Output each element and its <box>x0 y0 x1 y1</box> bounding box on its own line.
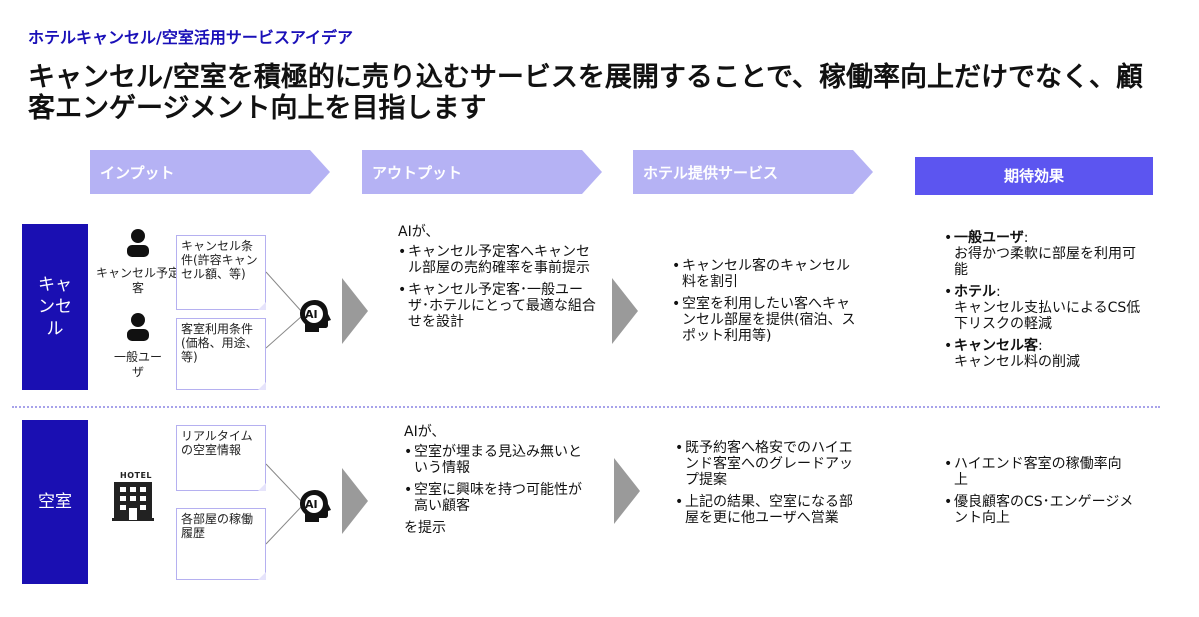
service-item-text: 既予約客へ格安でのハイエンド客室へのグレードアップ提案 <box>685 440 853 488</box>
effect-item: •優良顧客のCS･エンゲージメント向上 <box>944 494 1134 526</box>
service-item: •キャンセル客のキャンセル料を割引 <box>672 258 862 290</box>
service-vacant: •既予約客へ格安でのハイエンド客室へのグレードアップ提案 •上記の結果、空室にな… <box>675 440 860 526</box>
effect-vacant: •ハイエンド客室の稼働率向上 •優良顧客のCS･エンゲージメント向上 <box>944 456 1134 526</box>
connector-lines <box>266 271 303 349</box>
ai-label: AI <box>305 498 318 511</box>
service-item-text: 上記の結果、空室になる部屋を更に他ユーザへ営業 <box>685 494 853 526</box>
chevron-shape <box>90 150 330 194</box>
flow-arrow <box>614 458 640 524</box>
input-note-cancel-conditions: キャンセル条件(許容キャンセル額、等) <box>176 235 266 310</box>
effect-item: •ホテル:キャンセル支払いによるCS低下リスクの軽減 <box>944 284 1141 332</box>
ai-label: AI <box>305 308 318 321</box>
service-item: •上記の結果、空室になる部屋を更に他ユーザへ営業 <box>675 494 860 526</box>
person-icon <box>124 312 152 346</box>
effect-cancel: •一般ユーザ:お得かつ柔軟に部屋を利用可能 •ホテル:キャンセル支払いによるCS… <box>944 230 1144 370</box>
row-label-cancel: キャンセル <box>22 224 88 390</box>
output-outro: を提示 <box>404 520 446 536</box>
chevron-shape <box>633 150 873 194</box>
header-input-label: インプット <box>100 164 175 182</box>
row-label-cancel-text: キャンセル <box>38 275 72 339</box>
output-item-text: キャンセル予定客へキャンセル部屋の売約確率を事前提示 <box>408 244 590 276</box>
output-item: •キャンセル予定客･一般ユーザ･ホテルにとって最適な組合せを設計 <box>398 282 598 330</box>
header-output-label: アウトプット <box>372 164 463 182</box>
output-item: •空室が埋まる見込み無いという情報 <box>404 444 594 476</box>
connector-lines <box>266 463 303 545</box>
row-label-vacant-text: 空室 <box>38 492 72 512</box>
effect-item: •一般ユーザ:お得かつ柔軟に部屋を利用可能 <box>944 230 1136 278</box>
effect-head: ホテル <box>954 284 996 300</box>
output-item: •キャンセル予定客へキャンセル部屋の売約確率を事前提示 <box>398 244 598 276</box>
ai-head-icon: AI <box>297 298 333 338</box>
hotel-sign: HOTEL <box>120 471 153 480</box>
input-note-occupancy-history: 各部屋の稼働履歴 <box>176 508 266 580</box>
output-cancel: AIが、 •キャンセル予定客へキャンセル部屋の売約確率を事前提示 •キャンセル予… <box>398 224 598 330</box>
effect-item: •キャンセル客:キャンセル料の削減 <box>944 338 1080 370</box>
output-item-text: キャンセル予定客･一般ユーザ･ホテルにとって最適な組合せを設計 <box>408 282 596 330</box>
effect-item: •ハイエンド客室の稼働率向上 <box>944 456 1134 488</box>
header-output: アウトプット <box>362 150 602 194</box>
header-input: インプット <box>90 150 330 194</box>
person-label-cancel: キャンセル予定客 <box>96 266 181 295</box>
effect-head: キャンセル客 <box>954 338 1038 354</box>
input-note-room-conditions: 客室利用条件(価格、用途、等) <box>176 318 266 390</box>
output-intro: AIが、 <box>398 224 440 240</box>
page-subtitle: ホテルキャンセル/空室活用サービスアイデア <box>28 28 354 47</box>
service-item-text: キャンセル客のキャンセル料を割引 <box>682 258 850 290</box>
effect-head: 一般ユーザ <box>954 230 1024 246</box>
header-service-label: ホテル提供サービス <box>643 164 779 182</box>
ai-head-icon: AI <box>297 488 333 528</box>
row-label-vacant: 空室 <box>22 420 88 584</box>
note-text: キャンセル条件(許容キャンセル額、等) <box>181 239 258 281</box>
effect-text: キャンセル料の削減 <box>954 354 1080 370</box>
service-item: •空室を利用したい客へキャンセル部屋を提供(宿泊、スポット利用等) <box>672 296 862 344</box>
flow-arrow <box>342 278 368 344</box>
header-service: ホテル提供サービス <box>633 150 873 194</box>
flow-arrow <box>612 278 638 344</box>
output-intro: AIが、 <box>404 424 446 440</box>
effect-text: ハイエンド客室の稼働率向上 <box>954 456 1122 488</box>
output-item-text: 空室が埋まる見込み無いという情報 <box>414 444 582 476</box>
output-vacant: AIが、 •空室が埋まる見込み無いという情報 •空室に興味を持つ可能性が高い顧客… <box>404 424 594 536</box>
effect-text: キャンセル支払いによるCS低下リスクの軽減 <box>954 300 1141 332</box>
hotel-icon: HOTEL <box>112 470 154 526</box>
note-text: 各部屋の稼働履歴 <box>181 512 254 540</box>
service-cancel: •キャンセル客のキャンセル料を割引 •空室を利用したい客へキャンセル部屋を提供(… <box>672 258 862 344</box>
service-item: •既予約客へ格安でのハイエンド客室へのグレードアップ提案 <box>675 440 860 488</box>
note-text: リアルタイムの空室情報 <box>181 429 253 457</box>
input-note-realtime-vacancy: リアルタイムの空室情報 <box>176 425 266 491</box>
note-text: 客室利用条件(価格、用途、等) <box>181 322 258 364</box>
service-item-text: 空室を利用したい客へキャンセル部屋を提供(宿泊、スポット利用等) <box>682 296 856 344</box>
person-icon <box>124 228 152 262</box>
person-label-user: 一般ユーザ <box>113 350 162 379</box>
effect-text: 優良顧客のCS･エンゲージメント向上 <box>954 494 1134 526</box>
row-divider <box>12 406 1160 408</box>
output-item: •空室に興味を持つ可能性が高い顧客 <box>404 482 594 514</box>
page-title: キャンセル/空室を積極的に売り込むサービスを展開することで、稼働率向上だけでなく… <box>28 62 1143 124</box>
header-effect: 期待効果 <box>915 157 1153 195</box>
effect-text: お得かつ柔軟に部屋を利用可能 <box>954 246 1136 278</box>
chevron-shape <box>362 150 602 194</box>
output-item-text: 空室に興味を持つ可能性が高い顧客 <box>414 482 582 514</box>
flow-arrow <box>342 468 368 534</box>
